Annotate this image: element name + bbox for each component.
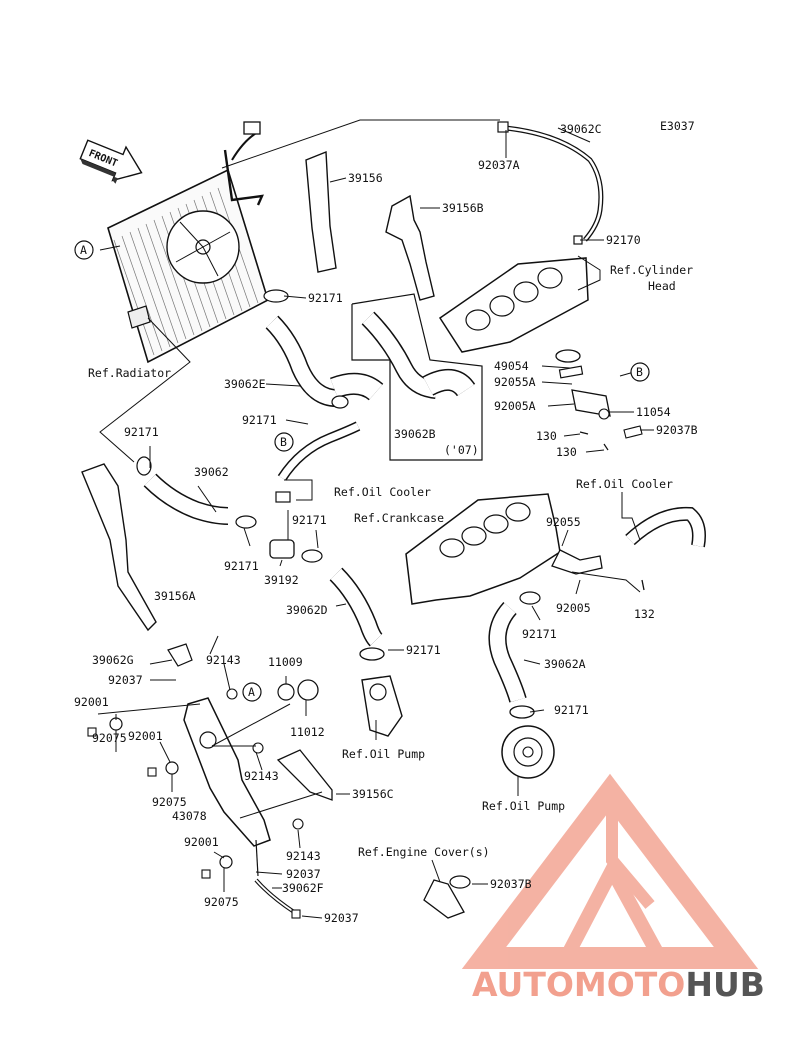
small-bolts — [87, 717, 233, 879]
label-ref-oil-pump-1: Ref.Oil Pump — [342, 747, 425, 761]
label-39062D: 39062D — [286, 603, 328, 617]
label-92171-f: 92171 — [406, 643, 441, 657]
label-92171-c: 92171 — [292, 513, 327, 527]
label-92037A: 92037A — [478, 158, 520, 172]
label-39062F: 39062F — [282, 881, 324, 895]
label-92037-a: 92037 — [108, 673, 143, 687]
label-130a: 130 — [536, 429, 557, 443]
label-92001-c: 92001 — [184, 835, 219, 849]
label-92171-left: 92171 — [124, 425, 159, 439]
label-39156: 39156 — [348, 171, 383, 185]
label-92170: 92170 — [606, 233, 641, 247]
label-92055A: 92055A — [494, 375, 536, 389]
hose-39156 — [305, 150, 337, 273]
hose-39062A — [488, 591, 541, 703]
label-92171-g: 92171 — [554, 703, 589, 717]
watermark-part2: HUB — [685, 965, 765, 1004]
label-92143-b: 92143 — [244, 769, 279, 783]
hose-39062D — [329, 567, 383, 647]
label-92005A: 92005A — [494, 399, 536, 413]
hose-39062C — [497, 121, 604, 245]
callout-a-radiator: A — [74, 240, 94, 260]
svg-text:A: A — [248, 685, 255, 699]
label-39062A: 39062A — [544, 657, 586, 671]
diagram-code: E3037 — [660, 119, 695, 133]
label-92171-top: 92171 — [308, 291, 343, 305]
label-39062B: 39062B — [394, 427, 436, 441]
label-92171-mid: 92171 — [242, 413, 277, 427]
label-92001-a: 92001 — [74, 695, 109, 709]
label-39062E: 39062E — [224, 377, 266, 391]
label-92143-a: 92143 — [206, 653, 241, 667]
oil-cooler-pipe-right — [551, 506, 706, 591]
label-39062G: 39062G — [92, 653, 134, 667]
label-07: ('07) — [444, 443, 479, 457]
label-ref-oil-cooler-2: Ref.Oil Cooler — [576, 477, 673, 491]
radiator — [107, 121, 269, 364]
engine-cover-small — [423, 875, 471, 919]
label-11012: 11012 — [290, 725, 325, 739]
hose-39062F — [254, 839, 301, 919]
part-labels: 39062C 92037A 39156 39156B 92170 Ref.Cyl… — [74, 122, 698, 925]
leader-lines — [97, 119, 654, 919]
watermark-part1: AUTOMOTO — [472, 965, 685, 1004]
label-ref-oil-pump-2: Ref.Oil Pump — [482, 799, 565, 813]
label-39156B: 39156B — [442, 201, 484, 215]
label-92075-c: 92075 — [204, 895, 239, 909]
crankcase — [405, 493, 561, 605]
label-92171-d: 92171 — [224, 559, 259, 573]
callout-b-hose: B — [274, 432, 294, 452]
hose-39156C — [276, 749, 333, 801]
label-92171-e: 92171 — [522, 627, 557, 641]
hose-39062E — [263, 289, 384, 409]
label-92037B-upper: 92037B — [656, 423, 698, 437]
label-92143-c: 92143 — [286, 849, 321, 863]
label-49054: 49054 — [494, 359, 529, 373]
label-92055: 92055 — [546, 515, 581, 529]
fitting-39192 — [269, 539, 323, 563]
cylinder-head — [438, 257, 589, 353]
label-ref-cylinder-head-1: Ref.Cylinder — [610, 263, 693, 277]
label-39156A: 39156A — [154, 589, 196, 603]
label-39062C: 39062C — [560, 122, 602, 136]
label-92037-b: 92037 — [286, 867, 321, 881]
label-ref-engine-cover: Ref.Engine Cover(s) — [358, 845, 490, 859]
hose-39062B — [351, 293, 483, 461]
label-92075-b: 92075 — [152, 795, 187, 809]
label-11009: 11009 — [268, 655, 303, 669]
label-ref-crankcase: Ref.Crankcase — [354, 511, 444, 525]
label-39192: 39192 — [264, 573, 299, 587]
label-ref-cylinder-head-2: Head — [648, 279, 676, 293]
label-ref-oil-cooler-1: Ref.Oil Cooler — [334, 485, 431, 499]
label-39062: 39062 — [194, 465, 229, 479]
watermark-text: AUTOMOTOHUB — [472, 965, 765, 1004]
label-92037B-lower: 92037B — [490, 877, 532, 891]
svg-text:B: B — [636, 365, 643, 379]
bracket-43078 — [167, 643, 319, 847]
callout-a-bracket: A — [242, 682, 262, 702]
label-43078: 43078 — [172, 809, 207, 823]
hose-39156A — [81, 463, 157, 632]
label-92037-c: 92037 — [324, 911, 359, 925]
oil-pump-right — [501, 705, 555, 779]
svg-text:B: B — [280, 435, 287, 449]
front-arrow: FRONT — [79, 139, 143, 184]
label-39156C: 39156C — [352, 787, 394, 801]
watermark-logo — [461, 773, 759, 969]
hose-39062 — [136, 456, 257, 529]
label-130b: 130 — [556, 445, 577, 459]
label-ref-radiator: Ref.Radiator — [88, 366, 171, 380]
callout-b-thermostat: B — [630, 362, 650, 382]
svg-text:A: A — [80, 243, 87, 257]
oil-pump-left — [359, 647, 403, 737]
label-132: 132 — [634, 607, 655, 621]
label-92005: 92005 — [556, 601, 591, 615]
label-92001-b: 92001 — [128, 729, 163, 743]
label-11054: 11054 — [636, 405, 671, 419]
hose-39156B — [385, 194, 435, 301]
thermostat-assembly — [555, 349, 643, 451]
label-92075-a: 92075 — [92, 731, 127, 745]
hose-oil-cooler-left — [275, 421, 361, 503]
